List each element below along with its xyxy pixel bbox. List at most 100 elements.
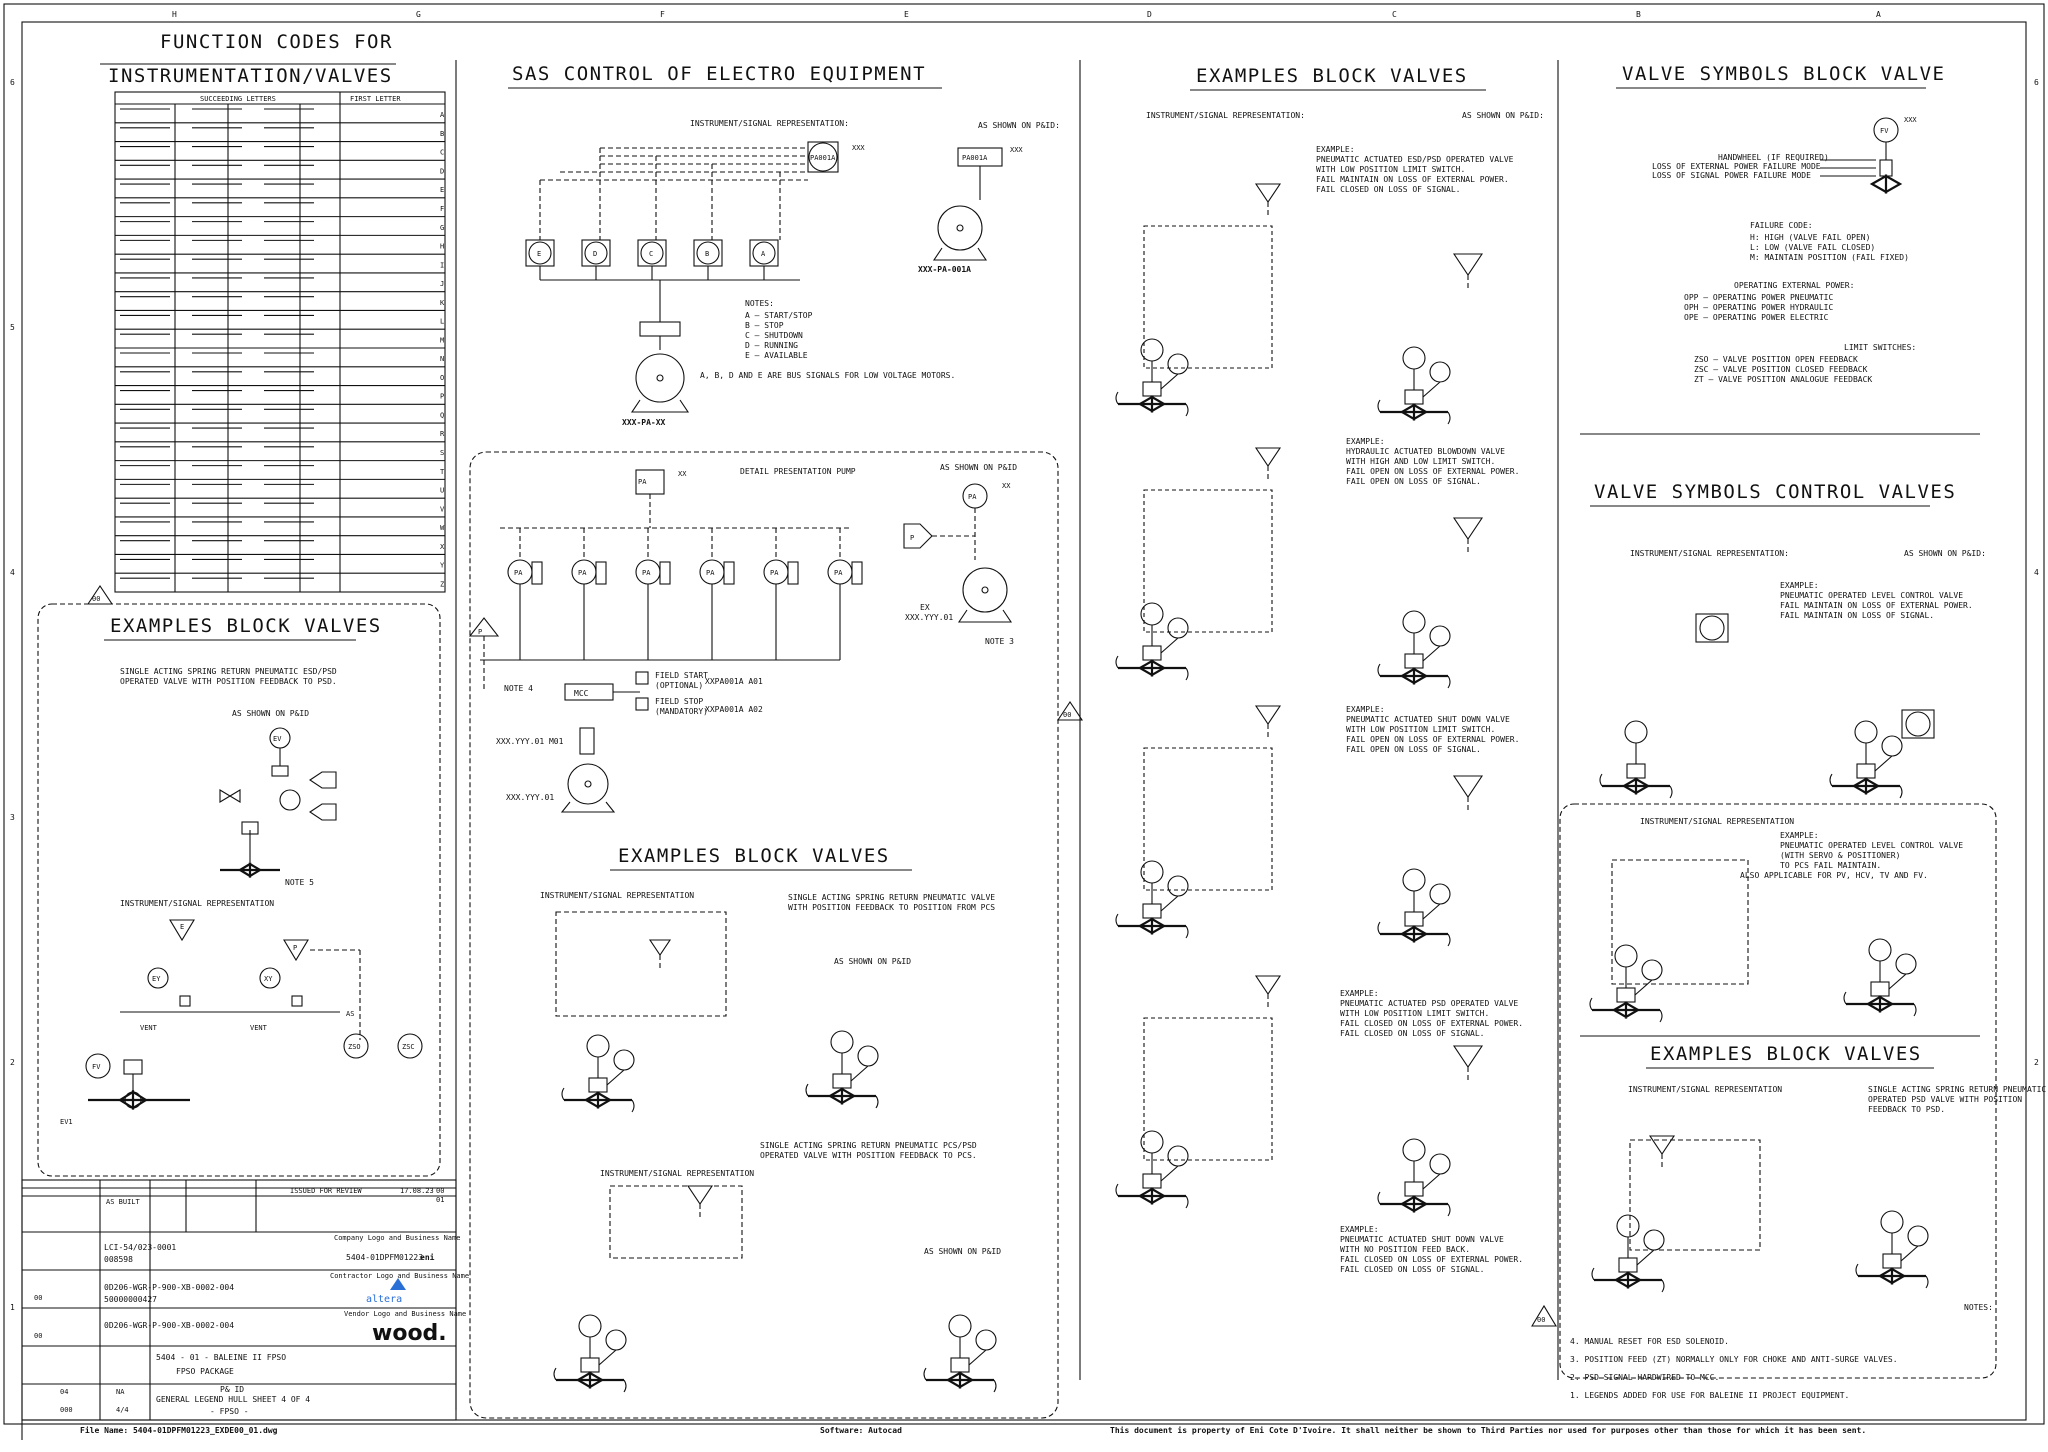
example-text: EXAMPLE: [1340, 989, 1379, 998]
example-text: EXAMPLE: [1340, 1225, 1379, 1234]
example-text: FAIL MAINTAIN ON LOSS OF SIGNAL. [1780, 611, 1934, 620]
actuator [1616, 987, 1636, 1003]
row-marker: 2 [10, 1058, 15, 1067]
example-text: FAIL MAINTAIN ON LOSS OF EXTERNAL POWER. [1316, 175, 1509, 184]
position-switch [1881, 735, 1903, 757]
position-link [1422, 381, 1441, 398]
pipe-break [1377, 663, 1451, 689]
tag-label: XXX [1904, 116, 1917, 124]
contractor-doc: 0D206-WGR-P-900-XB-0002-004 [104, 1283, 234, 1292]
position-switch [1167, 875, 1189, 897]
signal-triangle [1254, 705, 1282, 725]
power-title: OPERATING EXTERNAL POWER: [1734, 281, 1854, 290]
sas-control-title: SAS CONTROL OF ELECTRO EQUIPMENT [512, 63, 926, 85]
instrument-bubble [1624, 720, 1648, 744]
svg-text:ZSO: ZSO [348, 1043, 361, 1051]
actuator [1142, 381, 1162, 397]
position-switch [1167, 353, 1189, 375]
switch-line: ZT – VALVE POSITION ANALOGUE FEEDBACK [1694, 375, 1872, 384]
instrument-bubble [1402, 868, 1426, 892]
svg-text:P: P [478, 628, 482, 636]
row-marker: 5 [10, 323, 15, 332]
pipe-break [1855, 1263, 1929, 1289]
instrument-loop [609, 1185, 743, 1259]
example-text: WITH LOW POSITION LIMIT SWITCH. [1340, 1009, 1489, 1018]
table-letter: X [440, 543, 445, 551]
instr-repr-label: INSTRUMENT/SIGNAL REPRESENTATION [1640, 817, 1794, 826]
svg-text:PA: PA [638, 478, 647, 486]
instrument-loop [1143, 225, 1273, 369]
instrument-loop [1611, 859, 1749, 985]
table-letter: O [440, 374, 444, 382]
actuator [580, 1357, 600, 1373]
motor-tag: XXX-PA-XX [622, 418, 666, 427]
doc-title: P& ID [220, 1385, 244, 1394]
motor-id: XXX.YYY.01 [506, 793, 554, 802]
left-block-valves-section: 00 EXAMPLES BLOCK VALVES SINGLE ACTING S… [37, 585, 441, 1177]
svg-text:P: P [910, 534, 914, 542]
actuator [832, 1073, 852, 1089]
signal-triangle [1254, 975, 1282, 995]
actuator [1404, 653, 1424, 669]
position-switch [975, 1329, 997, 1351]
controller-bubble [1905, 711, 1931, 737]
pipe-break [1115, 913, 1189, 939]
position-switch [605, 1329, 627, 1351]
position-link [1160, 373, 1179, 390]
pa-label: PA [706, 569, 715, 577]
table-letter: M [440, 336, 444, 344]
col-marker: G [416, 10, 421, 19]
example-text: OPERATED PSD VALVE WITH POSITION [1868, 1095, 2022, 1104]
signal-triangle [686, 1185, 714, 1205]
pipe-break [561, 1087, 635, 1113]
notes-title: NOTES: [745, 299, 774, 308]
instrument-bubble [948, 1314, 972, 1338]
valve-symbols-block-title: VALVE SYMBOLS BLOCK VALVE [1622, 63, 1945, 85]
example-text: WITH HIGH AND LOW LIMIT SWITCH. [1346, 457, 1495, 466]
position-link [1160, 895, 1179, 912]
position-switch [1167, 1145, 1189, 1167]
note-label: NOTE 5 [285, 878, 314, 887]
as-shown-label: AS SHOWN ON P&ID: [1904, 549, 1986, 558]
position-link [598, 1349, 617, 1366]
power-line: OPH – OPERATING POWER HYDRAULIC [1684, 303, 1833, 312]
col-marker: D [1147, 10, 1152, 19]
position-switch [1895, 953, 1917, 975]
mid-block-valves-title: EXAMPLES BLOCK VALVES [618, 845, 890, 867]
example-text: SINGLE ACTING SPRING RETURN PNEUMATIC VA… [788, 893, 995, 902]
pump-tag: XXX-PA-001A [918, 265, 971, 274]
example-text: SINGLE ACTING SPRING RETURN PNEUMATIC [1868, 1085, 2046, 1094]
example-text: EXAMPLE: [1346, 705, 1385, 714]
table-letter: S [440, 449, 444, 457]
sheets: 04 [60, 1388, 68, 1396]
instrument-bubble [1614, 944, 1638, 968]
instrument-bubble [1880, 1210, 1904, 1234]
pa-label: PA [834, 569, 843, 577]
position-link [968, 1349, 987, 1366]
actuator [1404, 389, 1424, 405]
example-text: SINGLE ACTING SPRING RETURN PNEUMATIC PC… [760, 1141, 977, 1150]
footer-software: Software: Autocad [820, 1426, 902, 1435]
row-marker: 2 [2034, 1058, 2039, 1067]
altera-logo [390, 1278, 406, 1290]
table-letter: R [440, 430, 445, 438]
position-switch [613, 1049, 635, 1071]
position-link [1422, 645, 1441, 662]
ex-label: EX [920, 603, 930, 612]
col-marker: H [172, 10, 177, 19]
failure-line: H: HIGH (VALVE FAIL OPEN) [1750, 233, 1870, 242]
as-shown-label: AS SHOWN ON P&ID [924, 1247, 1001, 1256]
footer: This document is property of Eni Cote D'… [22, 1419, 2026, 1435]
instrument-bubble [1868, 938, 1892, 962]
instrument-bubble [830, 1030, 854, 1054]
example-text: EXAMPLE: [1780, 831, 1819, 840]
position-link [850, 1065, 869, 1082]
io-letter: B [705, 250, 709, 258]
svg-text:E: E [180, 923, 184, 931]
block-valves-right-title: EXAMPLES BLOCK VALVES [1650, 1043, 1922, 1065]
example-text: (WITH SERVO & POSITIONER) [1780, 851, 1900, 860]
position-link [1634, 979, 1653, 996]
mcc-label: MCC [574, 689, 589, 698]
